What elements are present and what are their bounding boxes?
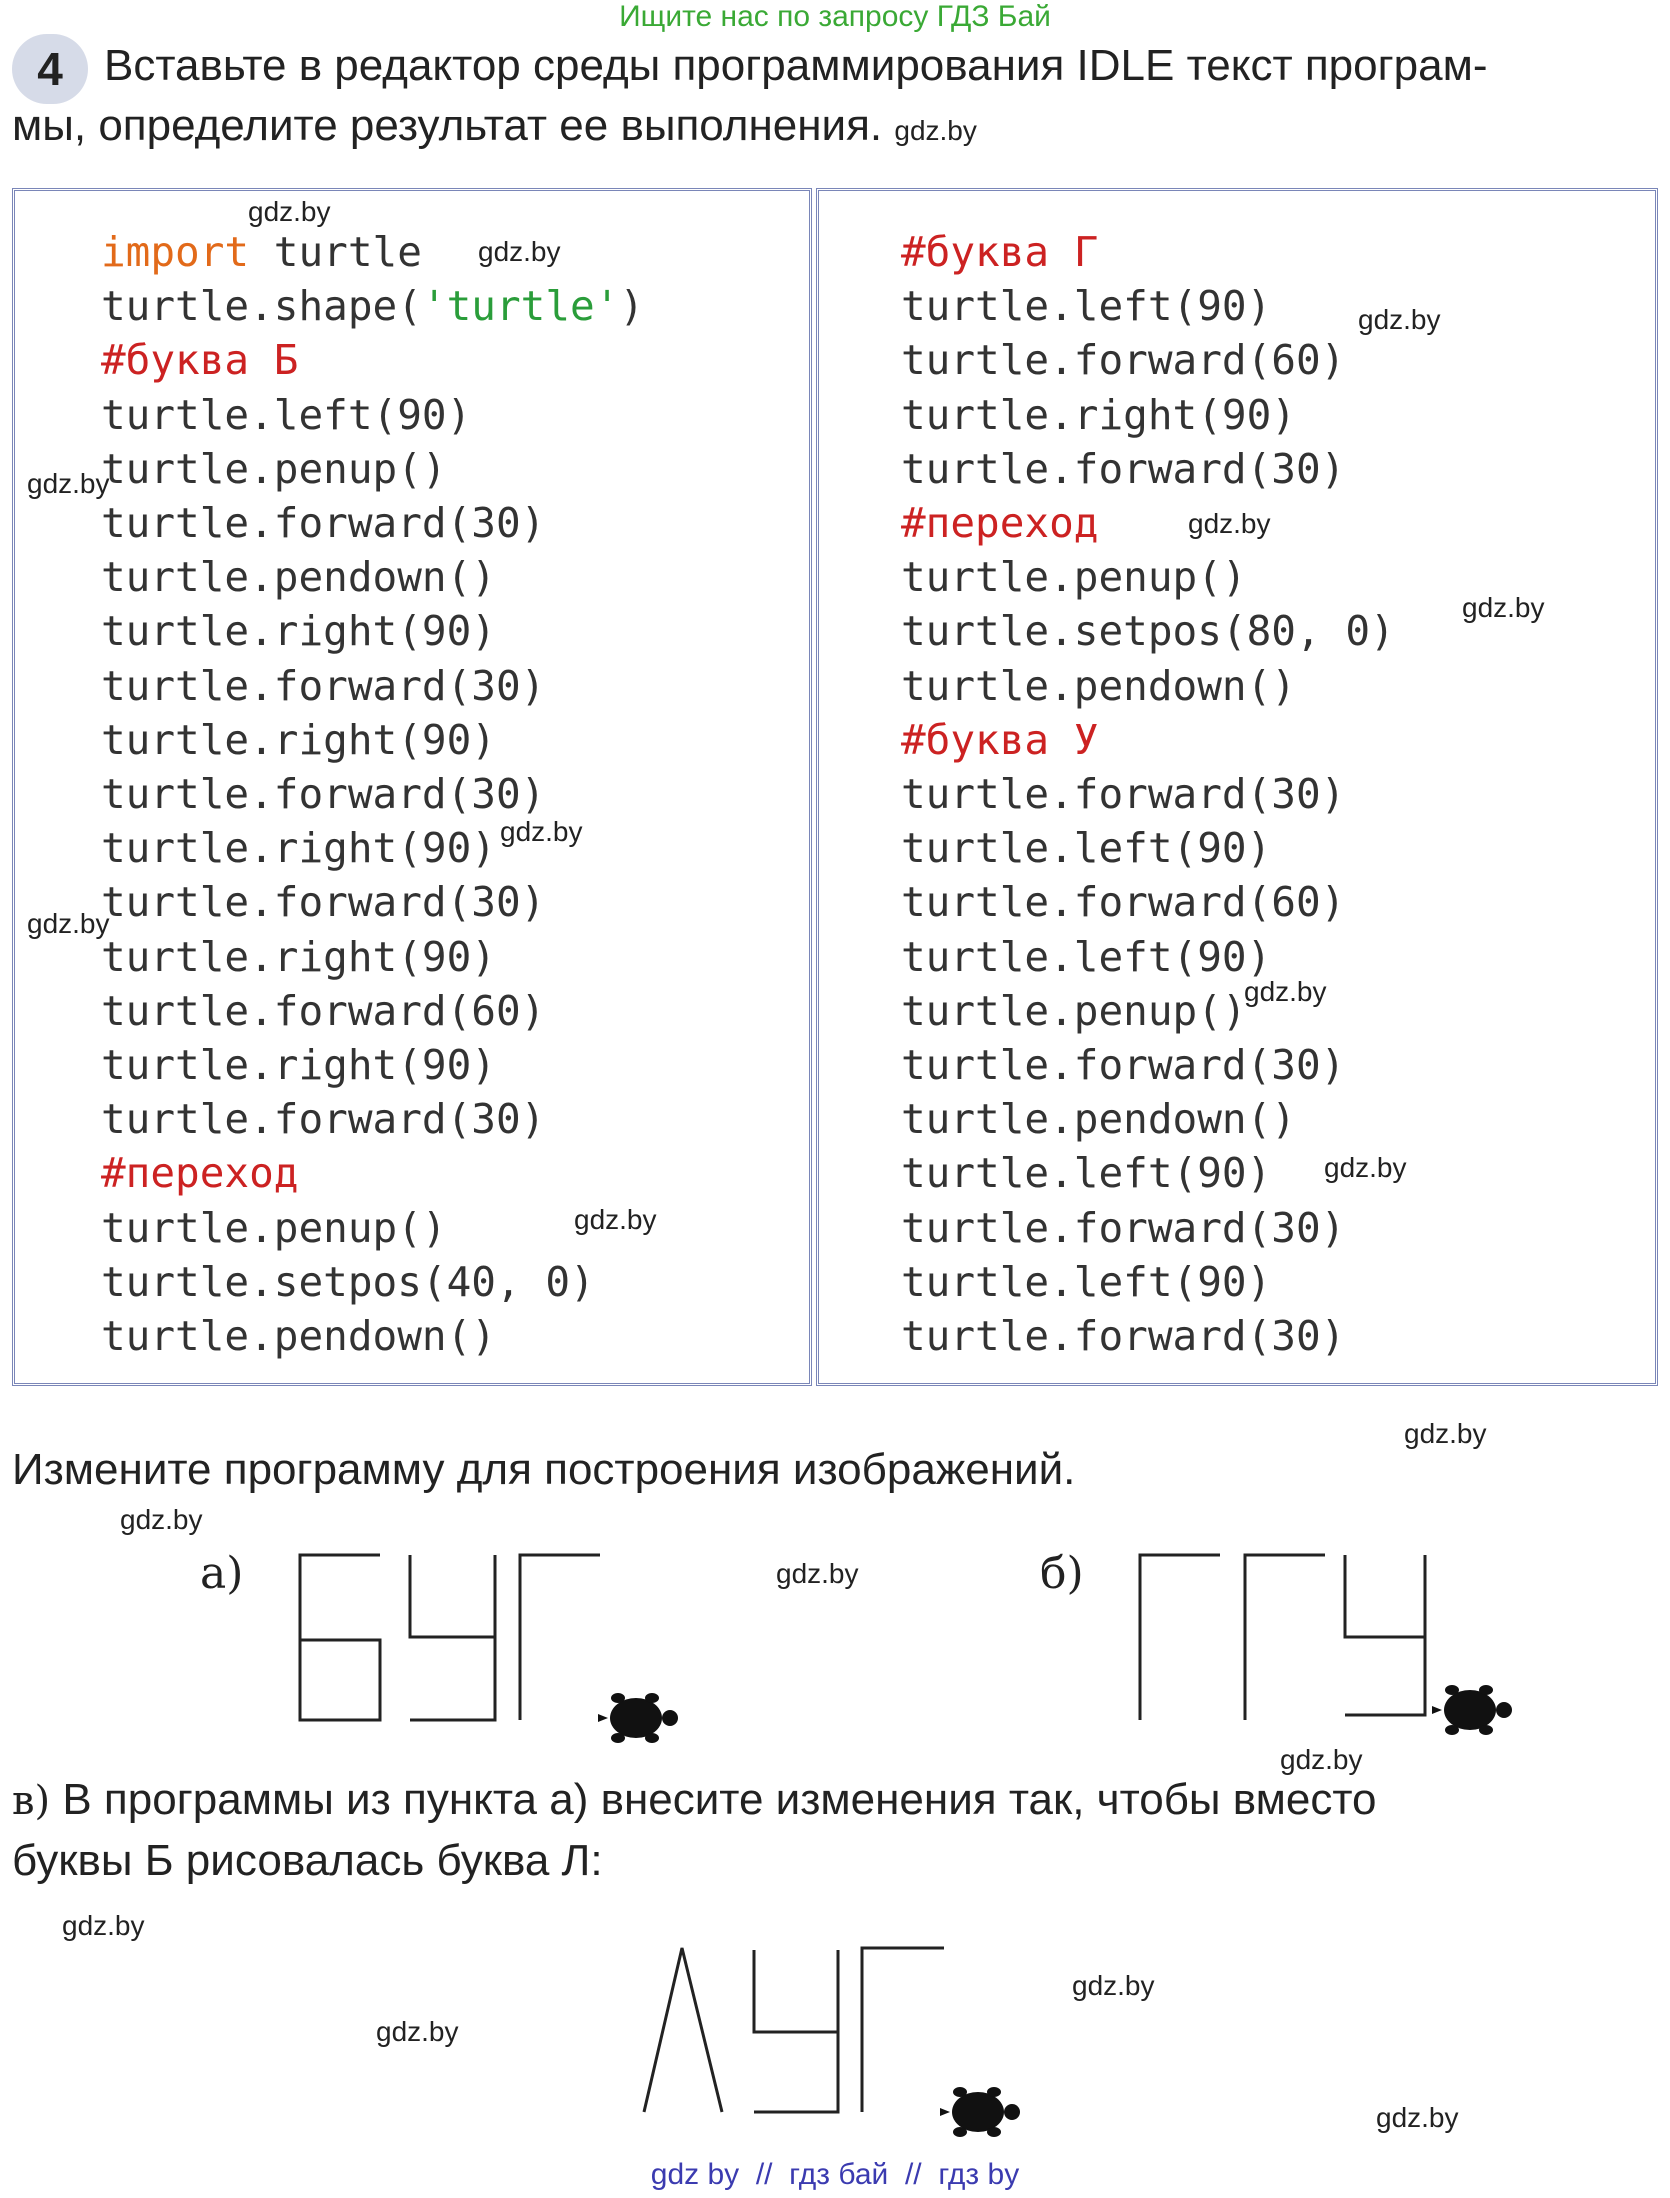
code-line: #буква Г <box>901 228 1099 276</box>
code-line: turtle.left(90) <box>901 282 1272 331</box>
label-a: а) <box>200 1548 244 1599</box>
watermark: gdz.by <box>1404 1418 1487 1449</box>
code-line: turtle.right(90) <box>101 715 496 764</box>
watermark: gdz.by <box>1376 2102 1459 2133</box>
code-line: turtle.left(90) <box>101 390 472 439</box>
letter-u-shape-bottom <box>1345 1555 1427 1717</box>
letter-l-shape <box>642 1947 724 2113</box>
code-box-right: #буква Г turtle.left(90) turtle.forward(60… <box>816 188 1658 1386</box>
turtle-icon <box>940 2087 1020 2137</box>
letter-g-shape <box>1138 1553 1220 1720</box>
code-line: #переход <box>101 1149 299 1198</box>
code-line: turtle.forward(30) <box>101 878 546 927</box>
code-line: turtle.left(90) <box>901 932 1272 981</box>
code-line: turtle.penup() <box>901 553 1247 602</box>
watermark: gdz.by <box>1462 592 1545 623</box>
change-instruction: Измените программу для построения изобра… <box>12 1445 1076 1494</box>
watermark: gdz.by <box>120 1504 203 1535</box>
code-line: turtle.penup() <box>101 444 447 493</box>
watermark: gdz.by <box>1072 1970 1155 2001</box>
code-line: #буква Б <box>101 336 299 385</box>
turtle-icon <box>598 1693 678 1743</box>
code-line: turtle.forward(30) <box>901 1312 1346 1361</box>
code-line: turtle.forward(60) <box>901 878 1346 927</box>
letter-u-shape-top <box>752 1950 838 2034</box>
code-box-left: import turtle turtle.shape('turtle') #бук… <box>12 188 812 1386</box>
code-line: turtle.forward(60) <box>101 986 546 1035</box>
code-line: turtle.pendown() <box>901 661 1296 710</box>
code-line: turtle.right(90) <box>101 607 496 656</box>
task-v-line2: буквы Б рисовалась буква Л: <box>12 1836 603 1885</box>
figure-a-bug <box>298 1553 600 1722</box>
code-line: turtle.forward(30) <box>901 1203 1346 1252</box>
watermark: gdz.by <box>1244 976 1327 1007</box>
code-line: turtle.forward(30) <box>901 444 1346 493</box>
code-line: turtle.setpos(80, 0) <box>901 607 1395 656</box>
code-line: turtle.left(90) <box>901 1257 1272 1306</box>
task-text: Вставьте в редактор среды программирован… <box>12 36 1652 161</box>
watermark: gdz.by <box>776 1558 859 1589</box>
letter-u-shape-bottom <box>754 1950 840 2114</box>
turtle-icon <box>1432 1685 1512 1735</box>
task-number-badge: 4 <box>12 34 88 104</box>
code-line: turtle.right(90) <box>101 824 496 873</box>
watermark: gdz.by <box>27 908 110 939</box>
letter-g-shape <box>518 1553 600 1720</box>
code-line: turtle.setpos(40, 0) <box>101 1257 595 1306</box>
bottom-note: gdz by // гдз бай // гдз by <box>650 2158 1020 2191</box>
code-line: turtle.shape('turtle') <box>101 282 645 331</box>
watermark: gdz.by <box>376 2016 459 2047</box>
top-note: Ищите нас по запросу ГДЗ Бай <box>619 0 1051 33</box>
code-line: turtle.forward(30) <box>101 1095 546 1144</box>
code-line: turtle.forward(30) <box>901 1041 1346 1090</box>
task-text-line2: мы, определите результат ее выполнения. <box>12 101 883 150</box>
code-line: turtle.forward(30) <box>101 770 546 819</box>
code-line: #буква У <box>901 715 1099 764</box>
code-line: turtle.pendown() <box>101 553 496 602</box>
code-line: turtle.right(90) <box>901 390 1296 439</box>
figure-b-ggu <box>1138 1553 1427 1720</box>
letter-u-shape-top <box>1343 1555 1425 1639</box>
watermark: gdz.by <box>27 468 110 499</box>
watermark: gdz.by <box>248 196 331 227</box>
label-v: в) <box>12 1778 51 1824</box>
code-lines-right: #буква Г turtle.left(90) turtle.forward(60… <box>901 225 1395 1363</box>
watermark: gdz.by <box>500 816 583 847</box>
code-line: turtle.penup() <box>101 1203 447 1252</box>
code-lines-left: turtle.shape('turtle') #буква Б turtle.lef… <box>101 279 644 1363</box>
watermark: gdz.by <box>478 236 561 267</box>
letter-u-shape-bottom <box>410 1555 497 1722</box>
code-line: turtle.pendown() <box>901 1095 1296 1144</box>
watermark: gdz.by <box>1324 1152 1407 1183</box>
watermark: gdz.by <box>1358 304 1441 335</box>
code-line: import turtle <box>101 228 422 276</box>
watermark: gdz.by <box>1188 508 1271 539</box>
code-line: #переход <box>901 499 1099 548</box>
letter-g-shape <box>1243 1553 1325 1720</box>
code-line: turtle.forward(30) <box>101 499 546 548</box>
code-line: turtle.right(90) <box>101 1041 496 1090</box>
code-line: turtle.forward(30) <box>101 661 546 710</box>
letter-b-shape <box>298 1553 382 1722</box>
code-line: turtle.left(90) <box>901 1149 1272 1198</box>
code-line: turtle.forward(60) <box>901 336 1346 385</box>
watermark: gdz.by <box>62 1910 145 1941</box>
task-text-line1: Вставьте в редактор среды программирован… <box>104 41 1488 90</box>
task-v-text: в) В программы из пункта а) внесите изме… <box>12 1770 1652 1891</box>
letter-u-shape-top <box>408 1555 495 1639</box>
watermark: gdz.by <box>1280 1744 1363 1775</box>
code-line: turtle.penup() <box>901 986 1247 1035</box>
code-line: turtle.pendown() <box>101 1312 496 1361</box>
code-line: turtle.left(90) <box>901 824 1272 873</box>
task-v-line1: В программы из пункта а) внесите изменен… <box>62 1775 1377 1824</box>
letter-g-shape <box>860 1946 944 2112</box>
code-line: turtle.forward(30) <box>901 770 1346 819</box>
code-line: turtle.right(90) <box>101 932 496 981</box>
watermark: gdz.by <box>574 1204 657 1235</box>
label-b: б) <box>1040 1548 1084 1599</box>
figure-v-lug <box>642 1946 944 2114</box>
watermark: gdz.by <box>894 115 977 146</box>
